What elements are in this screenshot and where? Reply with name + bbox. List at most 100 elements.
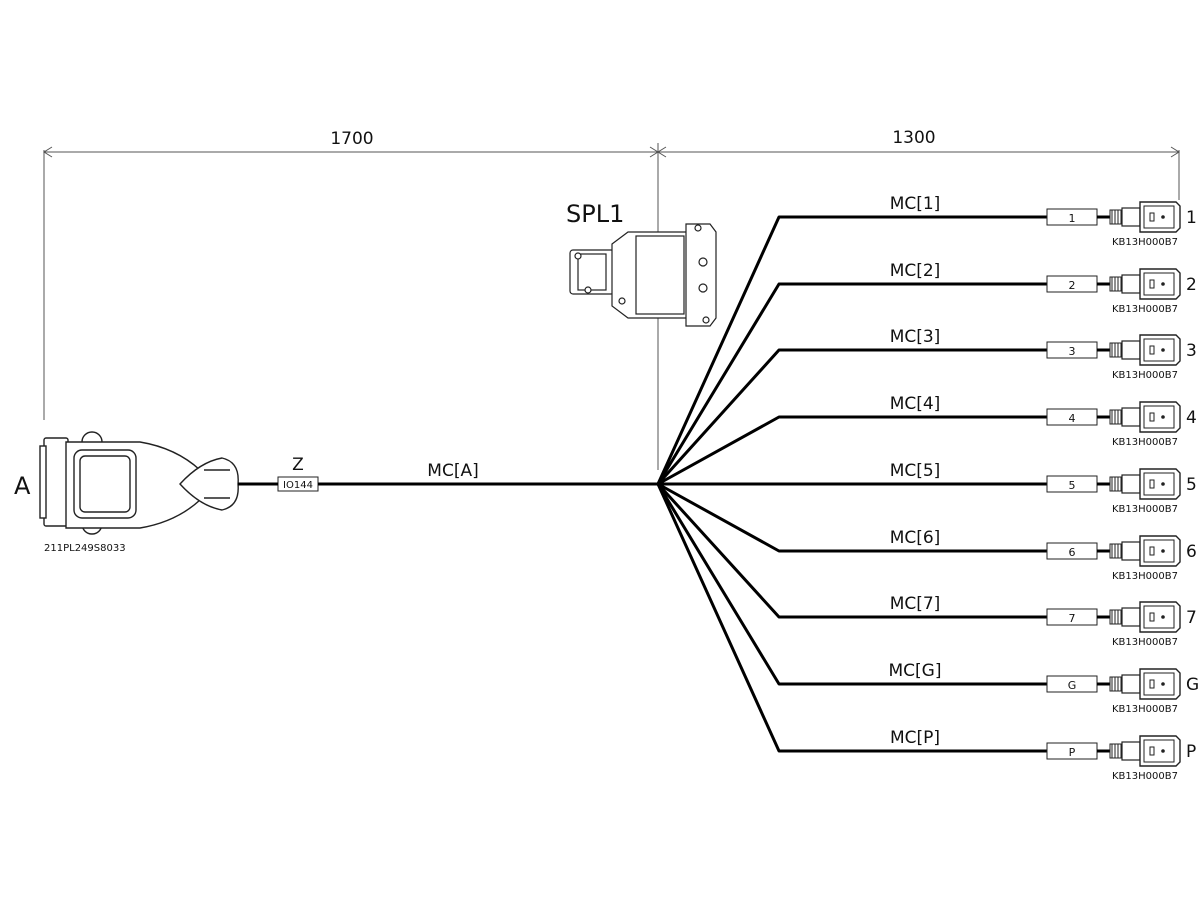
terminal-window [1143, 472, 1175, 496]
terminal-latch [1149, 746, 1155, 756]
terminal-latch [1149, 212, 1155, 222]
terminal-latch [1149, 279, 1155, 289]
terminal-connector-icon [1139, 535, 1181, 567]
terminal-collar-icon [1121, 407, 1141, 427]
main-wire-label: MC[A] [427, 461, 478, 481]
branch-wire-label: MC[G] [889, 661, 942, 681]
terminal-connector-icon [1139, 401, 1181, 433]
terminal-pin [1161, 348, 1165, 352]
terminal-latch [1149, 412, 1155, 422]
marker-z-label: Z [292, 455, 304, 475]
branch-tag-label: G [1068, 679, 1077, 692]
branch-tag-label: 3 [1069, 345, 1076, 358]
terminal-window [1143, 672, 1175, 696]
terminal-latch [1149, 546, 1155, 556]
terminal-connector-icon [1139, 601, 1181, 633]
terminal-end-label: 6 [1186, 542, 1197, 562]
terminal-pin [1161, 415, 1165, 419]
branch-tag-label: 7 [1069, 612, 1076, 625]
terminal-part-number: KB13H000B7 [1112, 304, 1178, 315]
branch-wire-label: MC[2] [890, 261, 941, 281]
branches: MC[1]1KB13H000B71MC[2]2KB13H000B72MC[3]3… [656, 194, 1199, 782]
terminal-end-label: 4 [1186, 408, 1197, 428]
marker-z-code: IO144 [283, 480, 313, 491]
terminal-pin [1161, 482, 1165, 486]
terminal-part-number: KB13H000B7 [1112, 237, 1178, 248]
branch-wire-label: MC[7] [890, 594, 941, 614]
terminal-end-label: 3 [1186, 341, 1197, 361]
terminal-window [1143, 605, 1175, 629]
terminal-collar-icon [1121, 607, 1141, 627]
branch-wire-label: MC[P] [890, 728, 940, 748]
branch-tag-label: P [1069, 746, 1076, 759]
branch-wire [656, 483, 1047, 686]
terminal-collar-icon [1121, 340, 1141, 360]
terminal-part-number: KB13H000B7 [1112, 370, 1178, 381]
terminal-collar-icon [1121, 207, 1141, 227]
branch-tag-label: 1 [1069, 212, 1076, 225]
terminal-collar-icon [1121, 541, 1141, 561]
terminal-connector-icon [1139, 268, 1181, 300]
terminal-window [1143, 405, 1175, 429]
terminal-pin [1161, 549, 1165, 553]
branch-wire-label: MC[1] [890, 194, 941, 214]
terminal-window [1143, 205, 1175, 229]
terminal-collar-icon [1121, 474, 1141, 494]
branch-wire-label: MC[4] [890, 394, 941, 414]
dimension-lines [43, 143, 1180, 470]
terminal-window [1143, 739, 1175, 763]
connector-a-icon [39, 431, 239, 535]
connector-a-part-number: 211PL249S8033 [44, 543, 126, 554]
splice-label: SPL1 [566, 200, 624, 228]
terminal-part-number: KB13H000B7 [1112, 704, 1178, 715]
branch-wire [657, 415, 1047, 486]
branch-tag-label: 6 [1069, 546, 1076, 559]
terminal-pin [1161, 215, 1165, 219]
terminal-part-number: KB13H000B7 [1112, 504, 1178, 515]
branch-wire [657, 482, 1047, 553]
terminal-end-label: 7 [1186, 608, 1197, 628]
dimension-right-label: 1300 [892, 128, 935, 148]
terminal-connector-icon [1139, 334, 1181, 366]
branch-wire-label: MC[5] [890, 461, 941, 481]
terminal-pin [1161, 282, 1165, 286]
terminal-part-number: KB13H000B7 [1112, 637, 1178, 648]
branch-wire-label: MC[3] [890, 327, 941, 347]
branch-wire [656, 215, 1047, 485]
branch-tag-label: 5 [1069, 479, 1076, 492]
terminal-part-number: KB13H000B7 [1112, 771, 1178, 782]
terminal-end-label: 2 [1186, 275, 1197, 295]
terminal-end-label: 1 [1186, 208, 1197, 228]
terminal-pin [1161, 682, 1165, 686]
terminal-connector-icon [1139, 201, 1181, 233]
terminal-pin [1161, 615, 1165, 619]
terminal-part-number: KB13H000B7 [1112, 437, 1178, 448]
splice-icon [569, 223, 717, 327]
branch-tag-label: 4 [1069, 412, 1076, 425]
branch-wire [656, 482, 1047, 619]
terminal-latch [1149, 479, 1155, 489]
terminal-window [1143, 338, 1175, 362]
terminal-connector-icon [1139, 468, 1181, 500]
terminal-collar-icon [1121, 741, 1141, 761]
terminal-connector-icon [1139, 668, 1181, 700]
terminal-latch [1149, 345, 1155, 355]
terminal-window [1143, 539, 1175, 563]
branch-wire [656, 483, 1047, 753]
terminal-pin [1161, 749, 1165, 753]
branch-wire-label: MC[6] [890, 528, 941, 548]
connector-a-label: A [14, 472, 31, 500]
terminal-window [1143, 272, 1175, 296]
terminal-end-label: G [1186, 675, 1199, 695]
terminal-connector-icon [1139, 735, 1181, 767]
dimension-left-label: 1700 [330, 129, 373, 149]
terminal-collar-icon [1121, 274, 1141, 294]
branch-wire [656, 348, 1047, 486]
terminal-latch [1149, 612, 1155, 622]
terminal-collar-icon [1121, 674, 1141, 694]
terminal-latch [1149, 679, 1155, 689]
branch-wire [656, 282, 1047, 485]
branch-tag-label: 2 [1069, 279, 1076, 292]
terminal-end-label: P [1186, 742, 1196, 762]
